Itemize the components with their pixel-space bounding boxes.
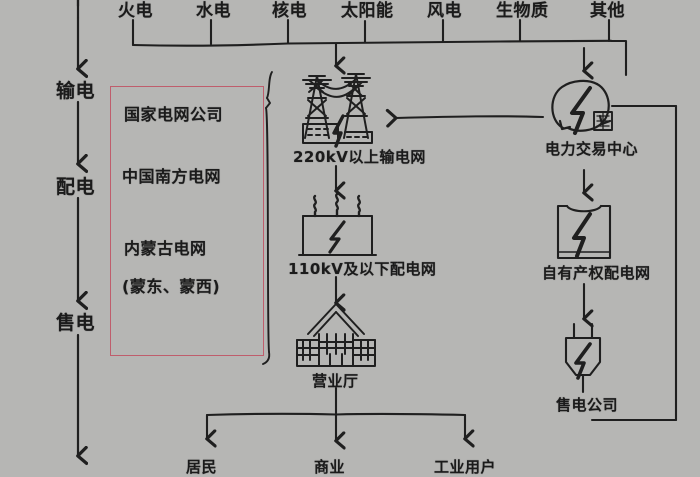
grid-company-line-4: (蒙东、蒙西): [122, 277, 221, 296]
stage-label-peidian: 配电: [56, 176, 96, 198]
source-label-hedian: 核电: [272, 1, 307, 21]
battery-bolt-icon: [556, 204, 612, 260]
source-label-huodian: 火电: [118, 1, 153, 21]
node-label-distribution-grid: 110kV及以下配电网: [288, 260, 437, 278]
grid-company-box: [110, 86, 264, 356]
grid-company-line-1: 国家电网公司: [124, 105, 224, 124]
source-label-shuidian: 水电: [196, 1, 231, 21]
plug-bolt-icon: [564, 322, 602, 394]
source-label-fengdian: 风电: [427, 1, 462, 21]
source-bus: [131, 18, 628, 77]
customer-fanout: [207, 386, 465, 440]
transformer-icon: [298, 192, 377, 256]
grid-company-line-2: 中国南方电网: [122, 167, 222, 186]
source-label-taiyangneng: 太阳能: [341, 1, 394, 21]
arrow-trading-to-transmission: [385, 108, 545, 128]
node-label-private-grid: 自有产权配电网: [542, 264, 651, 282]
center-brace: [262, 71, 273, 365]
node-label-service-hall: 营业厅: [312, 372, 359, 390]
node-label-customer-middle: 商业: [314, 458, 346, 476]
grid-company-line-3: 内蒙古电网: [124, 239, 207, 258]
stage-label-shudian: 输电: [56, 80, 96, 102]
node-label-customer-left: 居民: [186, 458, 218, 476]
stage-label-shoudian: 售电: [56, 312, 96, 334]
node-label-retail-company: 售电公司: [556, 396, 619, 414]
transmission-tower-icon: [302, 73, 373, 148]
node-label-trading-center: 电力交易中心: [545, 140, 639, 158]
building-icon: [296, 303, 376, 367]
source-label-shengwuzhi: 生物质: [496, 1, 549, 21]
node-label-customer-right: 工业用户: [434, 458, 497, 476]
node-label-transmission-grid: 220kV以上输电网: [293, 148, 426, 166]
exchange-bolt-icon: [551, 79, 613, 135]
source-label-qita: 其他: [590, 1, 625, 21]
